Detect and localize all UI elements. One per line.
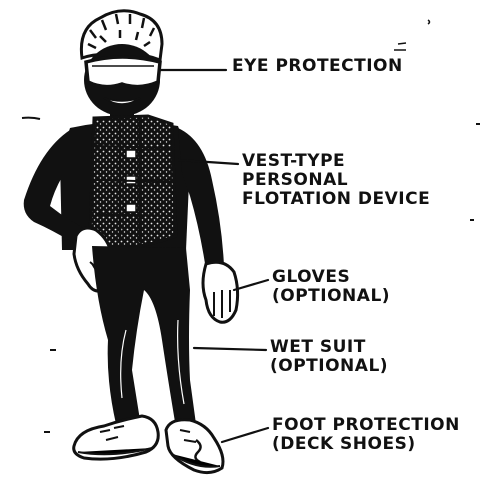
gloves-label-line1: GLOVES	[272, 268, 390, 287]
vest-label-line1: VEST-TYPE	[242, 152, 430, 171]
person-in-wet-suit-icon	[24, 11, 238, 473]
wet-suit-label-line1: WET SUIT	[270, 338, 388, 357]
foot-protection-label-line1: FOOT PROTECTION	[272, 416, 460, 435]
vest-label-line2: PERSONAL	[242, 171, 430, 190]
foot-protection-leader	[222, 428, 268, 442]
glove-icon	[203, 262, 238, 322]
eye-protection-text: EYE PROTECTION	[232, 57, 403, 76]
eye-protection-label: EYE PROTECTION	[232, 57, 403, 76]
vest-label-line3: FLOTATION DEVICE	[242, 190, 430, 209]
foot-protection-label: FOOT PROTECTION (DECK SHOES)	[272, 416, 460, 454]
gloves-leader	[234, 280, 268, 290]
gloves-label-line2: (OPTIONAL)	[272, 287, 390, 306]
wet-suit-label: WET SUIT (OPTIONAL)	[270, 338, 388, 376]
gloves-label: GLOVES (OPTIONAL)	[272, 268, 390, 306]
wet-suit-leader	[194, 348, 266, 350]
goggles-icon	[86, 57, 160, 87]
foot-protection-label-line2: (DECK SHOES)	[272, 435, 460, 454]
wet-suit-label-line2: (OPTIONAL)	[270, 357, 388, 376]
vest-label: VEST-TYPE PERSONAL FLOTATION DEVICE	[242, 152, 430, 209]
